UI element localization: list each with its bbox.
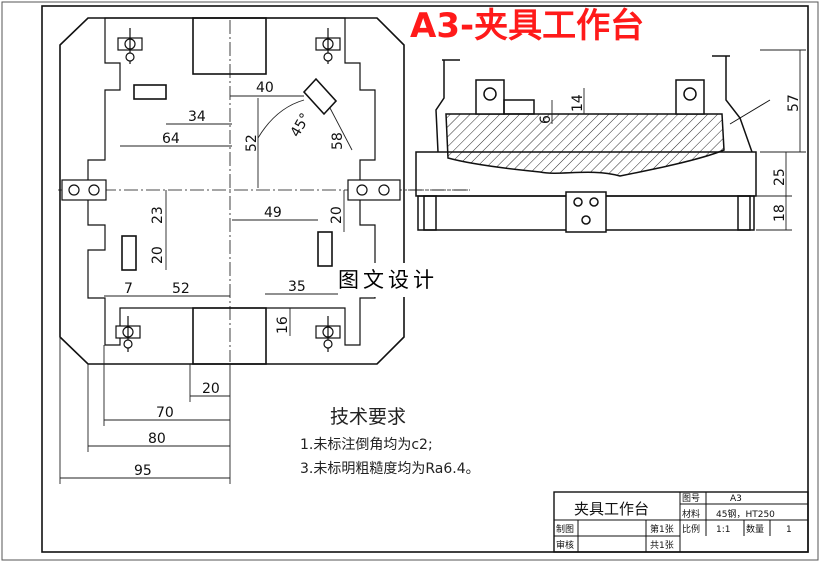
dim-18: 18 <box>772 204 788 222</box>
material: 45钢，HT250 <box>716 508 775 520</box>
dim-40: 40 <box>256 80 274 96</box>
checked-label: 审核 <box>556 539 574 551</box>
clamp-pin-right <box>683 87 697 101</box>
qty: 1 <box>786 525 792 535</box>
center-boss <box>503 99 535 115</box>
dim-20-left: 20 <box>150 246 166 264</box>
side-dimension-texts: 6 14 57 25 18 <box>538 94 802 222</box>
center-support <box>565 191 607 233</box>
dim-95: 95 <box>134 463 152 479</box>
banner-title: A3-夹具工作台 <box>410 6 645 46</box>
material-label: 材料 <box>682 508 700 520</box>
dim-34: 34 <box>188 109 206 125</box>
side-view <box>408 55 771 233</box>
plate-inner-profile <box>87 17 376 346</box>
clamp-bolt-top-right <box>315 28 341 64</box>
drawing-no: A3 <box>730 494 742 504</box>
dim-6: 6 <box>538 115 554 124</box>
sheet-total: 共1张 <box>650 540 674 551</box>
dim-20-right: 20 <box>329 206 345 224</box>
dim-7: 7 <box>124 281 133 297</box>
dim-35: 35 <box>288 279 306 295</box>
inner-frame <box>41 5 809 553</box>
clamp-bolt-left <box>61 179 107 201</box>
tech-requirement-line: 3.未标明粗糙度均为Ra6.4。 <box>300 461 480 477</box>
dim-52-horizontal: 52 <box>172 281 190 297</box>
tech-requirement-line: 1.未标注倒角均为c2; <box>300 437 433 453</box>
watermark-label: 图文设计 <box>338 263 488 297</box>
support-hole-3 <box>581 215 591 225</box>
plan-dimension-texts: 40 34 64 52 45° 58 23 49 20 20 7 52 35 1… <box>124 80 346 479</box>
slot-right <box>317 231 333 267</box>
clamp-bolt-bottom-left <box>115 316 141 352</box>
sheet-of: 第1张 <box>650 523 674 535</box>
clamp-post-right <box>675 79 705 115</box>
qty-label: 数量 <box>746 523 764 535</box>
dim-23: 23 <box>150 206 166 224</box>
dim-14: 14 <box>570 94 586 112</box>
part-name: 夹具工作台 <box>574 500 649 518</box>
support-hole-2 <box>589 197 599 207</box>
angled-block <box>302 77 338 116</box>
clamp-bolt-right <box>347 179 401 201</box>
dim-80: 80 <box>148 431 166 447</box>
clamp-arm-right <box>725 56 753 153</box>
base-foot-right <box>737 195 751 231</box>
dim-70: 70 <box>156 405 174 421</box>
dim-52-vertical: 52 <box>244 134 260 152</box>
title-block <box>553 491 809 553</box>
clamp-post-left <box>475 79 505 115</box>
workpiece-section <box>445 113 725 177</box>
drawn-label: 制图 <box>556 523 574 535</box>
clamp-bolts <box>61 28 401 352</box>
dim-49: 49 <box>264 205 282 221</box>
drawing-no-label: 图号 <box>682 493 700 504</box>
plan-view <box>58 17 470 365</box>
clamp-bolt-top-left <box>117 28 143 64</box>
scale: 1:1 <box>716 525 730 535</box>
top-recess <box>192 17 267 75</box>
support-hole-1 <box>573 197 583 207</box>
clamp-arm-left <box>435 60 445 153</box>
tech-requirements: 技术要求 1.未标注倒角均为c2; 3.未标明粗糙度均为Ra6.4。 <box>300 402 480 481</box>
dim-58: 58 <box>330 132 346 150</box>
dim-64: 64 <box>162 131 180 147</box>
dim-20-bottom: 20 <box>202 381 220 397</box>
clamp-pin-left <box>483 87 497 101</box>
dim-16: 16 <box>275 316 291 334</box>
dim-25: 25 <box>772 168 788 186</box>
dim-57: 57 <box>786 94 802 112</box>
base-foot-left <box>423 195 437 231</box>
plan-dimension-lines <box>59 95 353 484</box>
bottom-recess <box>192 307 267 365</box>
scale-label: 比例 <box>682 523 700 535</box>
title-block-texts: 夹具工作台 图号 A3 材料 45钢，HT250 制图 审核 第1张 共1张 比… <box>556 493 792 551</box>
plate-outline <box>59 17 405 365</box>
side-dimension-lines <box>551 49 806 231</box>
slot-left <box>121 235 137 271</box>
slot-top-left <box>133 84 167 100</box>
tech-requirements-heading: 技术要求 <box>330 406 407 428</box>
clamp-bolt-bottom-right <box>315 316 341 352</box>
